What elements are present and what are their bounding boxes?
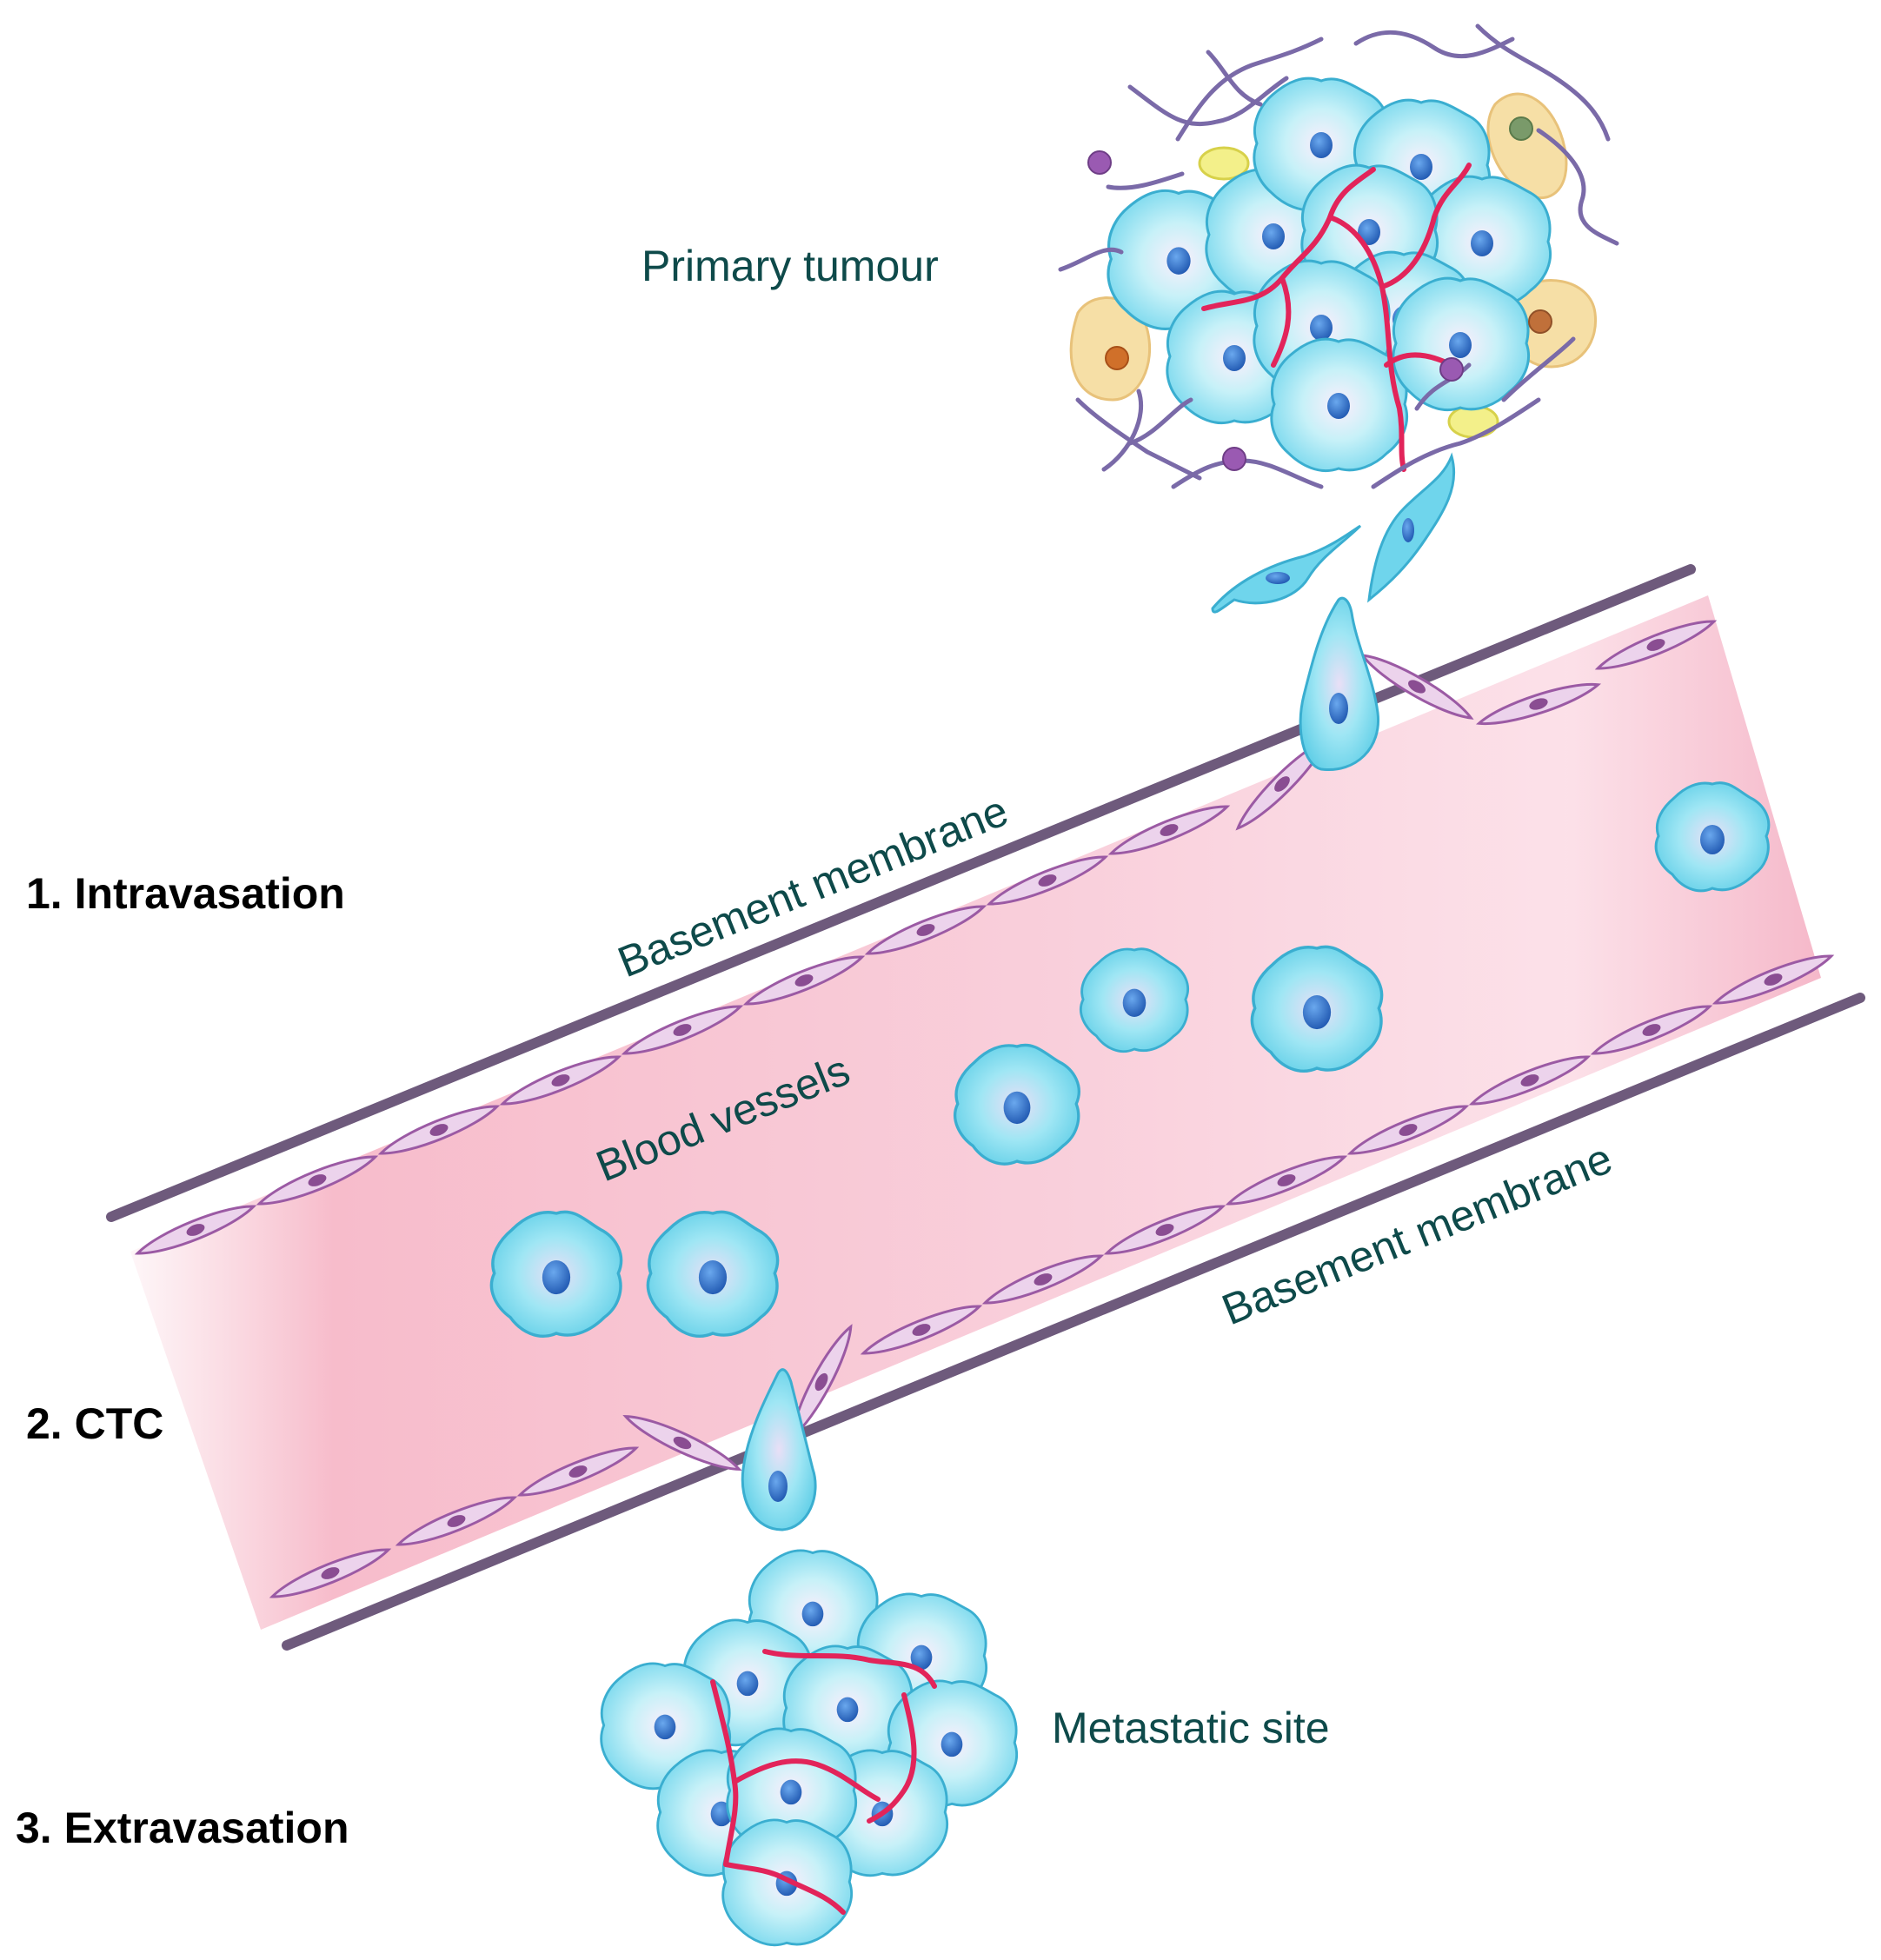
- step-extravasation: 3. Extravasation: [16, 1804, 349, 1852]
- metastatic-vasculature: [710, 1649, 937, 1915]
- metastatic-site: [600, 1549, 1019, 1947]
- metastatic-site-label: Metastatic site: [1052, 1704, 1330, 1752]
- primary-tumour: [1058, 23, 1619, 489]
- step-ctc: 2. CTC: [26, 1399, 163, 1448]
- primary-tumour-label: Primary tumour: [641, 242, 939, 290]
- migrating-cells: [1211, 452, 1456, 614]
- basement-membrane-line-top: [106, 564, 1696, 1222]
- extracellular-fibres: [1058, 23, 1619, 489]
- intravasating-cell: [1299, 596, 1380, 772]
- step-intravasation: 1. Intravasation: [26, 869, 345, 918]
- metastatic-cells: [600, 1549, 1019, 1947]
- extravasating-cell: [741, 1368, 817, 1531]
- basement-membrane-line-bottom: [282, 993, 1865, 1651]
- immune-cells: [1087, 116, 1552, 471]
